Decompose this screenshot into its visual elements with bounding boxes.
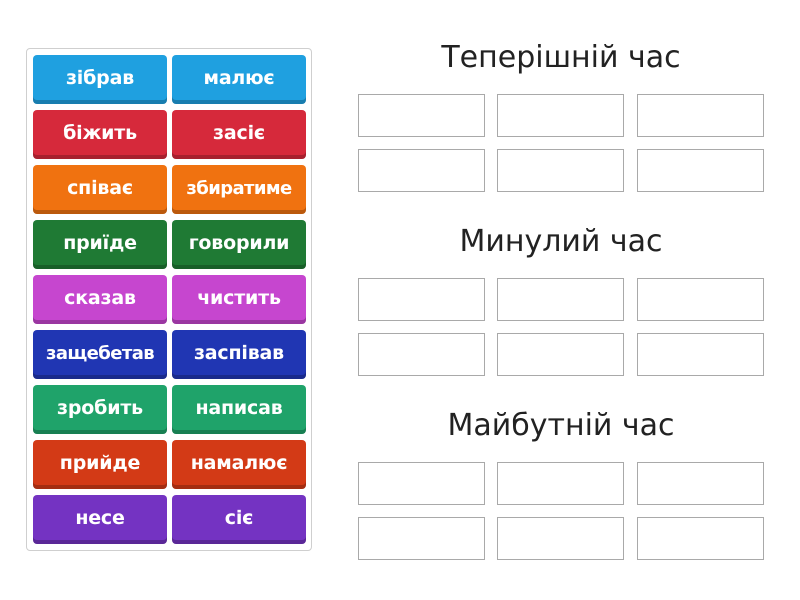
drop-slot-present-2[interactable] [497, 94, 624, 137]
drop-slot-present-5[interactable] [497, 149, 624, 192]
drop-slot-present-4[interactable] [358, 149, 485, 192]
drop-slot-present-3[interactable] [637, 94, 764, 137]
group-title-present: Теперішній час [441, 40, 681, 75]
drop-slot-future-2[interactable] [497, 462, 624, 505]
word-tile-chystyt[interactable]: чистить [172, 275, 306, 324]
drop-slot-past-2[interactable] [497, 278, 624, 321]
word-tile-zbyratyme[interactable]: збиратиме [172, 165, 306, 214]
word-tile-nese[interactable]: несе [33, 495, 167, 544]
word-tile-hovoryly[interactable]: говорили [172, 220, 306, 269]
word-tile-pryide[interactable]: приїде [33, 220, 167, 269]
word-tile-namaliuie[interactable]: намалює [172, 440, 306, 489]
word-tile-spivaie[interactable]: співає [33, 165, 167, 214]
word-tile-siie[interactable]: сіє [172, 495, 306, 544]
group-title-past: Минулий час [459, 224, 663, 259]
word-tile-pryide-2[interactable]: прийде [33, 440, 167, 489]
word-tile-zashchebetav[interactable]: защебетав [33, 330, 167, 379]
drop-slot-past-6[interactable] [637, 333, 764, 376]
drop-slot-present-6[interactable] [637, 149, 764, 192]
drop-slot-past-4[interactable] [358, 333, 485, 376]
drop-slot-future-1[interactable] [358, 462, 485, 505]
word-tile-zasiie[interactable]: засіє [172, 110, 306, 159]
word-tile-maliuie[interactable]: малює [172, 55, 306, 104]
word-tile-zrobyt[interactable]: зробить [33, 385, 167, 434]
drop-slot-present-1[interactable] [358, 94, 485, 137]
drop-slot-future-5[interactable] [497, 517, 624, 560]
word-tile-napysav[interactable]: написав [172, 385, 306, 434]
drop-slot-past-1[interactable] [358, 278, 485, 321]
drop-slot-future-3[interactable] [637, 462, 764, 505]
drop-slot-future-4[interactable] [358, 517, 485, 560]
drop-slot-future-6[interactable] [637, 517, 764, 560]
word-bank: зібрав малює біжить засіє співає збирати… [26, 48, 312, 551]
word-tile-skazav[interactable]: сказав [33, 275, 167, 324]
word-tile-zaspivav[interactable]: заспівав [172, 330, 306, 379]
drop-slot-past-5[interactable] [497, 333, 624, 376]
word-tile-zibrav[interactable]: зібрав [33, 55, 167, 104]
word-tile-bizhyt[interactable]: біжить [33, 110, 167, 159]
group-title-future: Майбутній час [447, 408, 675, 443]
drop-slot-past-3[interactable] [637, 278, 764, 321]
